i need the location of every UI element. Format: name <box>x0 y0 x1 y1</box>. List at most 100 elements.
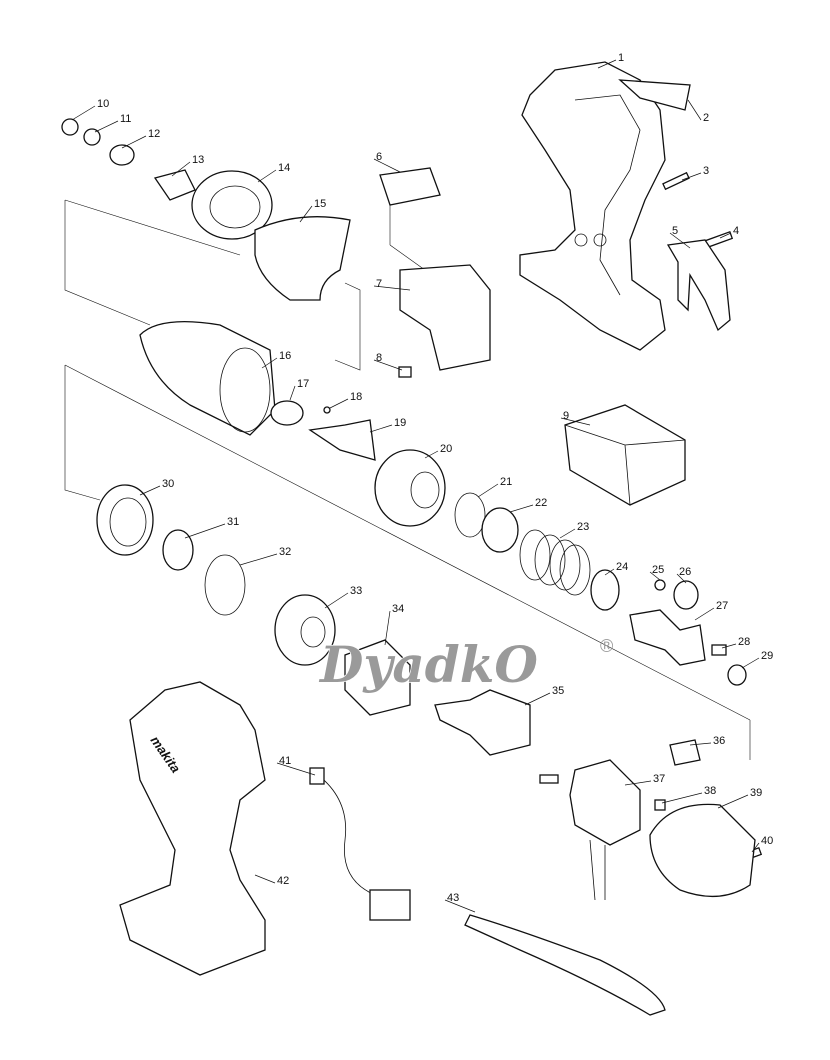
rear-cover <box>649 803 756 898</box>
leader-line <box>171 161 191 177</box>
leader-line <box>597 59 617 69</box>
part-number-label: 43 <box>447 892 459 904</box>
wrist-strap <box>464 914 666 1016</box>
stator <box>569 759 641 846</box>
assembly-guide-lines <box>64 199 751 760</box>
leader-line <box>689 742 712 746</box>
leader-line <box>681 172 702 181</box>
leader-line <box>373 285 411 291</box>
leader-line <box>604 568 615 576</box>
leader-line <box>324 592 349 609</box>
leader-line <box>669 232 691 249</box>
part-number-label: 14 <box>278 162 290 174</box>
part-number-label: 25 <box>652 564 664 576</box>
part-number-label: 28 <box>738 636 750 648</box>
leader-line <box>661 792 703 804</box>
washer <box>270 400 304 426</box>
part-number-label: 6 <box>376 151 382 163</box>
leader-line <box>373 158 401 173</box>
leader-line <box>444 899 476 913</box>
belt-hook <box>666 239 731 332</box>
hammer <box>374 449 446 527</box>
part-number-label: 12 <box>148 128 160 140</box>
part-number-label: 30 <box>162 478 174 490</box>
part-number-label: 29 <box>761 650 773 662</box>
hall-sensor <box>669 739 701 766</box>
terminal-cable <box>317 774 376 896</box>
part-number-label: 22 <box>535 497 547 509</box>
part-number-label: 40 <box>761 835 773 847</box>
flat-washer <box>481 507 519 553</box>
part-number-label: 31 <box>227 516 239 528</box>
part-number-label: 19 <box>394 417 406 429</box>
magnet-sleeve <box>344 639 411 716</box>
part-number-label: 7 <box>376 278 382 290</box>
gear <box>673 580 699 610</box>
part-number-label: 27 <box>716 600 728 612</box>
terminal <box>539 774 559 784</box>
retaining-ring <box>61 118 79 136</box>
part-number-label: 15 <box>314 198 326 210</box>
part-number-label: 24 <box>616 561 628 573</box>
steel-ball <box>654 579 666 591</box>
part-number-label: 26 <box>679 566 691 578</box>
pin <box>711 644 727 656</box>
part-number-label: 38 <box>704 785 716 797</box>
controller <box>564 404 686 506</box>
leader-line <box>329 398 349 409</box>
part-number-label: 18 <box>350 391 362 403</box>
leader-line <box>261 357 278 369</box>
screw <box>398 366 412 378</box>
leader-line <box>649 571 661 581</box>
terminal-block <box>369 889 411 921</box>
part-number-label: 41 <box>279 755 291 767</box>
part-number-label: 33 <box>350 585 362 597</box>
part-number-label: 8 <box>376 352 382 364</box>
ball-bearing <box>162 529 194 571</box>
leader-line <box>424 450 439 459</box>
screw <box>662 171 690 191</box>
leader-line <box>717 794 749 809</box>
leader-line <box>751 842 760 853</box>
part-number-label: 20 <box>440 443 452 455</box>
leader-line <box>373 359 403 371</box>
leader-line <box>139 485 161 496</box>
leader-line <box>687 99 702 121</box>
part-number-label: 39 <box>750 787 762 799</box>
leader-line <box>239 553 278 566</box>
part-number-label: 21 <box>500 476 512 488</box>
leader-line <box>676 573 687 584</box>
leader-line <box>624 780 652 786</box>
part-number-label: 17 <box>297 378 309 390</box>
part-number-label: 35 <box>552 685 564 697</box>
leader-line <box>369 424 393 433</box>
rotor <box>434 689 531 756</box>
compression-spring <box>519 529 591 596</box>
leader-line <box>509 504 534 513</box>
leader-line <box>121 135 147 149</box>
switch <box>399 264 491 371</box>
leader-line <box>257 169 277 183</box>
name-plate <box>618 79 691 111</box>
leader-line <box>741 657 760 669</box>
bumper <box>254 216 351 301</box>
housing-right-half <box>519 61 666 351</box>
leader-line <box>694 607 715 621</box>
leader-line <box>71 105 96 121</box>
ring <box>96 484 154 556</box>
leader-line <box>559 528 576 539</box>
housing-left-half <box>119 681 266 976</box>
leader-line <box>721 643 737 649</box>
part-number-label: 4 <box>733 225 739 237</box>
part-number-label: 11 <box>120 113 131 125</box>
switch-lever <box>379 167 441 206</box>
part-number-label: 32 <box>279 546 291 558</box>
part-number-label: 9 <box>563 410 569 422</box>
leader-line <box>299 205 313 223</box>
part-number-label: 10 <box>97 98 109 110</box>
leader-line <box>560 417 591 426</box>
part-number-label: 13 <box>192 154 204 166</box>
spring <box>109 144 135 166</box>
